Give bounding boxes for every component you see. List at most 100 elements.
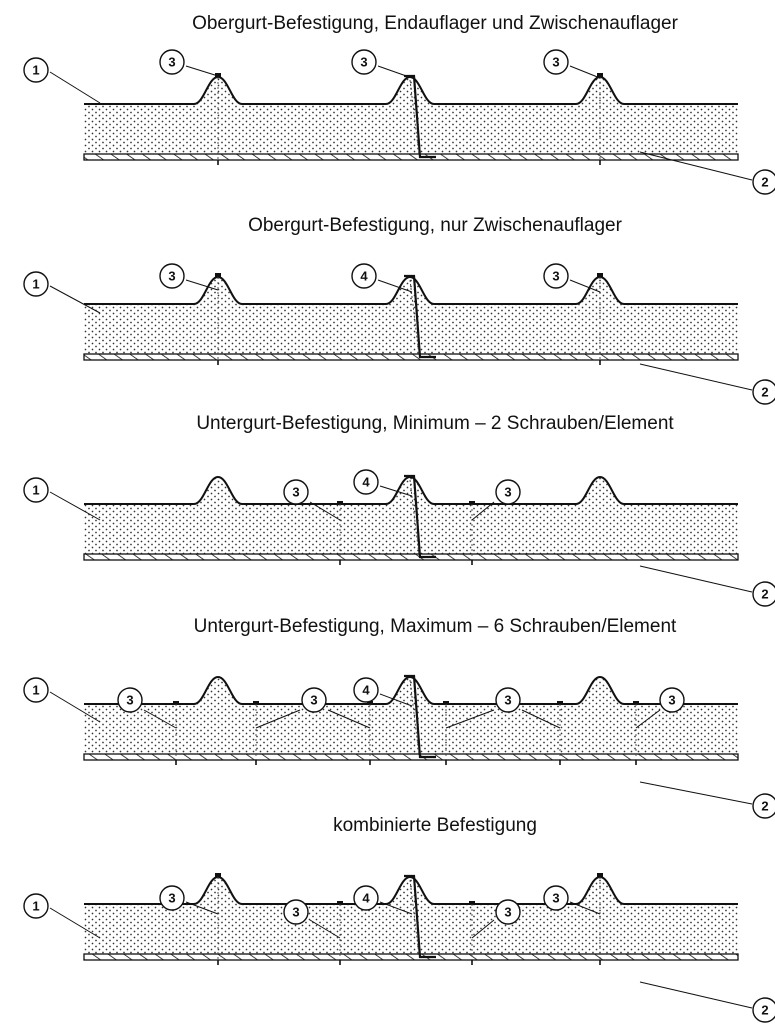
callout-4: 4 <box>353 469 379 495</box>
screw-shank <box>409 479 420 556</box>
panel-core-foam <box>84 77 738 155</box>
callout-number: 1 <box>32 483 39 498</box>
leader-line <box>379 485 413 497</box>
overlap-screw <box>404 874 436 959</box>
callout-3: 3 <box>301 687 327 713</box>
callout-number: 3 <box>168 269 175 284</box>
fastener-head <box>597 273 603 277</box>
callout-number: 3 <box>504 693 511 708</box>
callout-number: 4 <box>362 475 370 490</box>
leader-line <box>309 919 341 939</box>
callout-number: 3 <box>552 891 559 906</box>
leader-line <box>185 901 219 915</box>
fastener-head <box>215 273 221 277</box>
callout-1: 1 <box>23 57 49 83</box>
fastener-head <box>253 701 259 704</box>
fastener-head <box>469 901 475 904</box>
leader-line <box>185 279 219 291</box>
leader-line <box>445 709 495 729</box>
callout-1: 1 <box>23 677 49 703</box>
leader-line <box>569 65 601 79</box>
leader-line <box>379 693 413 707</box>
callout-4: 4 <box>351 263 377 289</box>
panel-title: Obergurt-Befestigung, Endauflager und Zw… <box>192 13 679 34</box>
panel-title: Obergurt-Befestigung, nur Zwischenauflag… <box>248 215 623 236</box>
leader-line <box>143 709 177 729</box>
callout-1: 1 <box>23 271 49 297</box>
callout-3: 3 <box>495 479 521 505</box>
callout-4: 4 <box>353 677 379 703</box>
callout-number: 3 <box>292 905 299 920</box>
callout-3: 3 <box>543 49 569 75</box>
leader-line <box>639 565 753 593</box>
callout-3: 3 <box>159 49 185 75</box>
panel-3: Untergurt-Befestigung, Minimum – 2 Schra… <box>23 413 775 607</box>
callout-1: 1 <box>23 477 49 503</box>
callout-3: 3 <box>283 479 309 505</box>
callout-number: 2 <box>761 385 768 400</box>
leader-line <box>49 285 101 314</box>
leader-line <box>569 279 601 293</box>
callout-2: 2 <box>752 997 775 1023</box>
fastener-head <box>173 701 179 704</box>
leader-line <box>471 919 495 939</box>
callout-number: 3 <box>360 55 367 70</box>
screw-shank <box>409 879 420 956</box>
overlap-screw <box>404 674 436 759</box>
leader-line <box>639 363 753 391</box>
panel-2: Obergurt-Befestigung, nur Zwischenauflag… <box>23 215 775 405</box>
panel-title: Untergurt-Befestigung, Minimum – 2 Schra… <box>196 413 674 434</box>
callout-number: 3 <box>552 55 559 70</box>
panel-core-foam <box>84 677 738 755</box>
leader-line <box>639 151 753 181</box>
panel-4: Untergurt-Befestigung, Maximum – 6 Schra… <box>23 616 775 819</box>
callout-number: 2 <box>761 587 768 602</box>
panel-title: Untergurt-Befestigung, Maximum – 6 Schra… <box>194 616 677 637</box>
panel-core-foam <box>84 477 738 555</box>
callout-number: 3 <box>292 485 299 500</box>
callout-2: 2 <box>752 379 775 405</box>
callout-3: 3 <box>159 885 185 911</box>
leader-line <box>49 691 101 723</box>
fastener-head <box>597 873 603 877</box>
overlap-screw <box>404 274 436 359</box>
callout-3: 3 <box>659 687 685 713</box>
leader-line <box>379 901 413 915</box>
screw-shank <box>409 679 420 756</box>
fastener-head <box>367 701 373 704</box>
callout-3: 3 <box>117 687 143 713</box>
callout-number: 2 <box>761 175 768 190</box>
fastener-head <box>215 73 221 77</box>
callout-number: 3 <box>668 693 675 708</box>
leader-line <box>639 981 753 1009</box>
leader-line <box>49 907 101 939</box>
callout-3: 3 <box>495 899 521 925</box>
support-purlin <box>83 153 739 161</box>
callout-number: 4 <box>360 269 368 284</box>
callout-2: 2 <box>752 581 775 607</box>
callout-3: 3 <box>283 899 309 925</box>
fastener-head <box>337 501 343 504</box>
panel-core-foam <box>84 877 738 955</box>
support-purlin <box>83 553 739 561</box>
leader-line <box>521 709 561 729</box>
support-purlin <box>83 353 739 361</box>
callout-number: 3 <box>310 693 317 708</box>
callout-3: 3 <box>543 885 569 911</box>
leader-line <box>49 71 101 104</box>
callout-3: 3 <box>159 263 185 289</box>
leader-line <box>635 709 661 729</box>
callout-number: 3 <box>504 485 511 500</box>
callout-number: 1 <box>32 899 39 914</box>
leader-line <box>377 65 413 79</box>
callout-number: 3 <box>504 905 511 920</box>
callout-number: 4 <box>362 683 370 698</box>
callout-number: 4 <box>362 891 370 906</box>
callout-3: 3 <box>351 49 377 75</box>
fastener-head <box>633 701 639 704</box>
callout-3: 3 <box>495 687 521 713</box>
callout-number: 1 <box>32 63 39 78</box>
fastener-head <box>443 701 449 704</box>
